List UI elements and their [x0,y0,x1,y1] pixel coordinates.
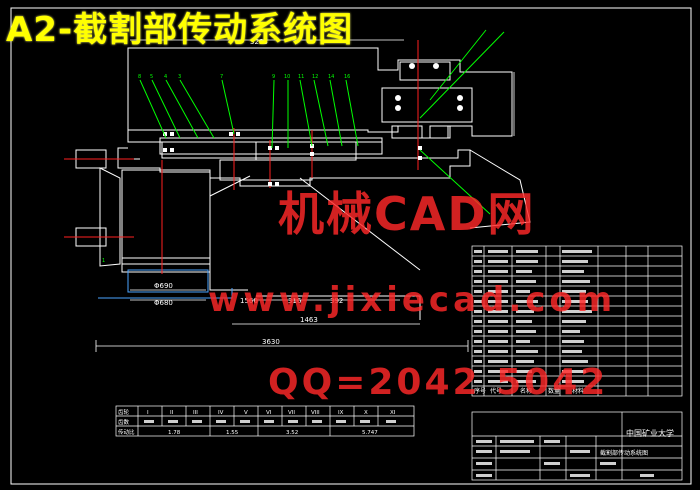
part-number-label: 8 [138,74,141,80]
part-number-label: 5 [150,74,153,80]
part-number-label: 14 [328,74,334,80]
gear-ratio-value: 1.78 [168,430,181,436]
gear-tooth-count-placeholders [144,420,396,423]
gear-table-header: V [244,410,248,416]
parts-list-footer: 序号 代号 名称 数量 材料 [474,387,584,395]
gear-ratio-table [115,405,415,437]
leader-labels: 8 5 4 3 7 9 10 11 12 14 16 1 [102,74,350,264]
part-number-label: 12 [312,74,318,80]
gear-table-header: VI [266,410,272,416]
part-leaders [139,29,505,215]
page-title: A2-截割部传动系统图 [6,10,354,50]
dimension-lines [95,39,515,352]
parts-list-header-cell: 名称 [520,387,532,395]
watermark-qq: QQ=2042 5042 [268,362,609,403]
parts-list [471,245,683,397]
gear-table-header: II [170,410,174,416]
dimension-text: 3263 [250,38,268,46]
watermark-url: www.jixiecad.com [208,280,617,320]
dimension-text: Φ680 [154,299,173,307]
part-number-label: 1 [102,258,105,264]
gear-table-header: 齿轮 [118,408,130,416]
part-number-label: 9 [272,74,275,80]
dimension-labels: Φ690 Φ680 1560 316 392 1463 3630 3263 [154,38,343,346]
gear-table-header: VIII [311,410,320,416]
gear-ratio-value: 5.747 [362,430,378,436]
upper-housing [117,47,513,187]
parts-list-placeholders [474,250,592,383]
watermark-brand: 机械CAD网 [278,187,536,241]
parts-list-header-cell: 数量 [548,387,560,395]
gear-table-header: IX [338,410,344,416]
parts-list-header-cell: 材料 [572,387,584,395]
cutter-drum [75,149,251,291]
dimension-text: 392 [330,297,343,305]
dimension-text: 3630 [262,338,280,346]
dimension-text: 1560 [240,297,258,305]
part-number-label: 16 [344,74,350,80]
gear-table-header: X [364,410,368,416]
gear-ratio-value: 3.52 [286,430,298,436]
gear-table-header: III [193,410,198,416]
part-number-label: 3 [178,74,181,80]
rocker-arm [256,149,531,320]
gear-table-row-label: 齿数 [118,418,130,426]
gear-table-header: I [147,410,149,416]
parts-list-header-cell: 代号 [490,387,502,395]
gear-table-header: IV [218,410,224,416]
part-number-label: 10 [284,74,290,80]
gear-table-row-label: 传动比 [118,428,135,436]
institution-name: 中国矿业大学 [626,428,674,438]
dimension-text: 1463 [300,316,318,324]
part-number-label: 11 [298,74,304,80]
gear-table-header: VII [288,410,295,416]
gear-ratio-value: 1.55 [226,430,239,436]
dimension-text: Φ690 [154,282,173,290]
part-number-label: 4 [164,74,167,80]
cutter-body-outline [98,269,233,299]
part-number-label: 7 [220,74,223,80]
drawing-border [10,7,692,485]
gear-table-header: XI [390,410,396,416]
title-block [471,411,683,481]
parts-list-header-cell: 序号 [474,387,486,395]
dimension-text: 316 [288,297,302,305]
gear-ratio-table-text: 齿轮 I II III IV V VI VII VIII IX X XI 齿数 … [118,408,396,436]
title-block-placeholders [476,440,654,477]
drawing-name-cell: 截割部传动系统图 [600,449,648,457]
